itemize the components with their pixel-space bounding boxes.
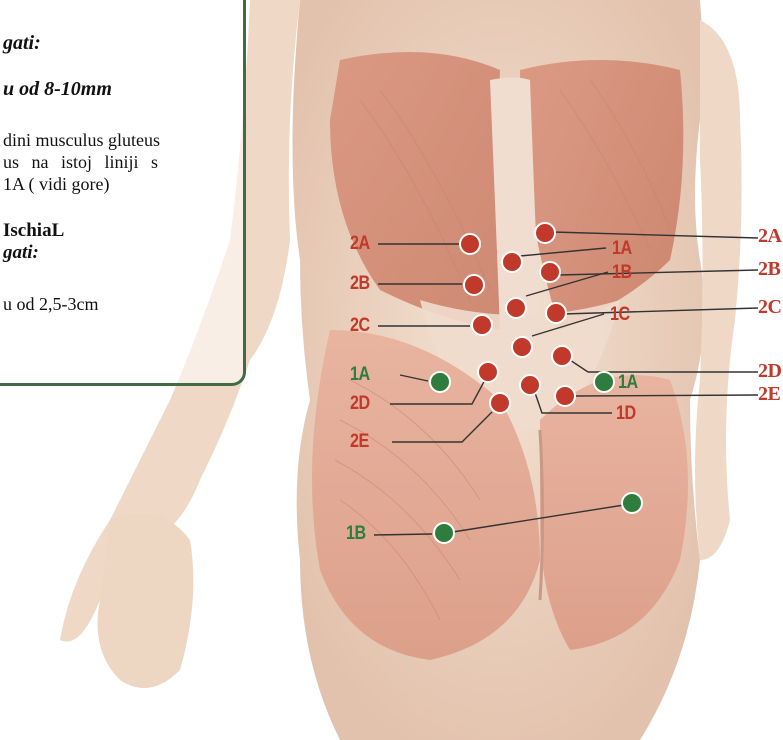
point-2a-right — [535, 223, 555, 243]
label-2b-left: 2B — [350, 273, 370, 295]
label-2e-left: 2E — [350, 431, 369, 453]
label-1b-green-left: 1B — [346, 523, 366, 545]
label-1a-green-right: 1A — [618, 372, 638, 394]
label-2c-right: 2C — [758, 296, 781, 319]
point-2c-right — [546, 303, 566, 323]
point-2e-left — [490, 393, 510, 413]
label-1a: 1A — [612, 238, 632, 260]
label-1b: 1B — [612, 262, 632, 284]
panel-text-1: dini musculus gluteus — [3, 130, 160, 151]
point-2b-left — [464, 275, 484, 295]
point-1a-green-left — [430, 372, 450, 392]
point-2d-left — [478, 362, 498, 382]
point-2e-right — [555, 386, 575, 406]
point-2c-left — [472, 315, 492, 335]
point-2d-right — [552, 346, 572, 366]
point-1a-green-right — [594, 372, 614, 392]
label-1c: 1C — [610, 304, 630, 326]
point-1b-green-left — [434, 523, 454, 543]
label-2b-right: 2B — [758, 258, 780, 281]
panel-heading-2: IschiaL — [3, 220, 64, 242]
point-2b-right — [540, 262, 560, 282]
panel-text-3: 1A ( vidi gore) — [3, 174, 109, 195]
label-2a-left: 2A — [350, 233, 370, 255]
point-1a-left — [502, 252, 522, 272]
label-1a-green-left: 1A — [350, 364, 370, 386]
panel-heading-3: gati: — [3, 242, 39, 264]
description-panel: gati: u od 8-10mm dini musculus gluteus … — [0, 0, 246, 386]
panel-depth-2: u od 2,5-3cm — [3, 294, 98, 315]
label-1d: 1D — [616, 403, 636, 425]
label-2d-left: 2D — [350, 393, 370, 415]
point-2a-left — [460, 234, 480, 254]
point-1b-left — [506, 298, 526, 318]
point-1c-left — [512, 337, 532, 357]
point-1b-green-right — [622, 493, 642, 513]
label-2e-right: 2E — [758, 383, 780, 406]
label-2a-right: 2A — [758, 225, 781, 248]
point-1d-left — [520, 375, 540, 395]
panel-text-2: us na istoj liniji s — [3, 152, 158, 173]
label-2c-left: 2C — [350, 315, 370, 337]
label-2d-right: 2D — [758, 360, 781, 383]
panel-heading-1: gati: — [3, 32, 41, 55]
left-hand — [98, 513, 194, 688]
panel-depth-1: u od 8-10mm — [3, 78, 112, 101]
